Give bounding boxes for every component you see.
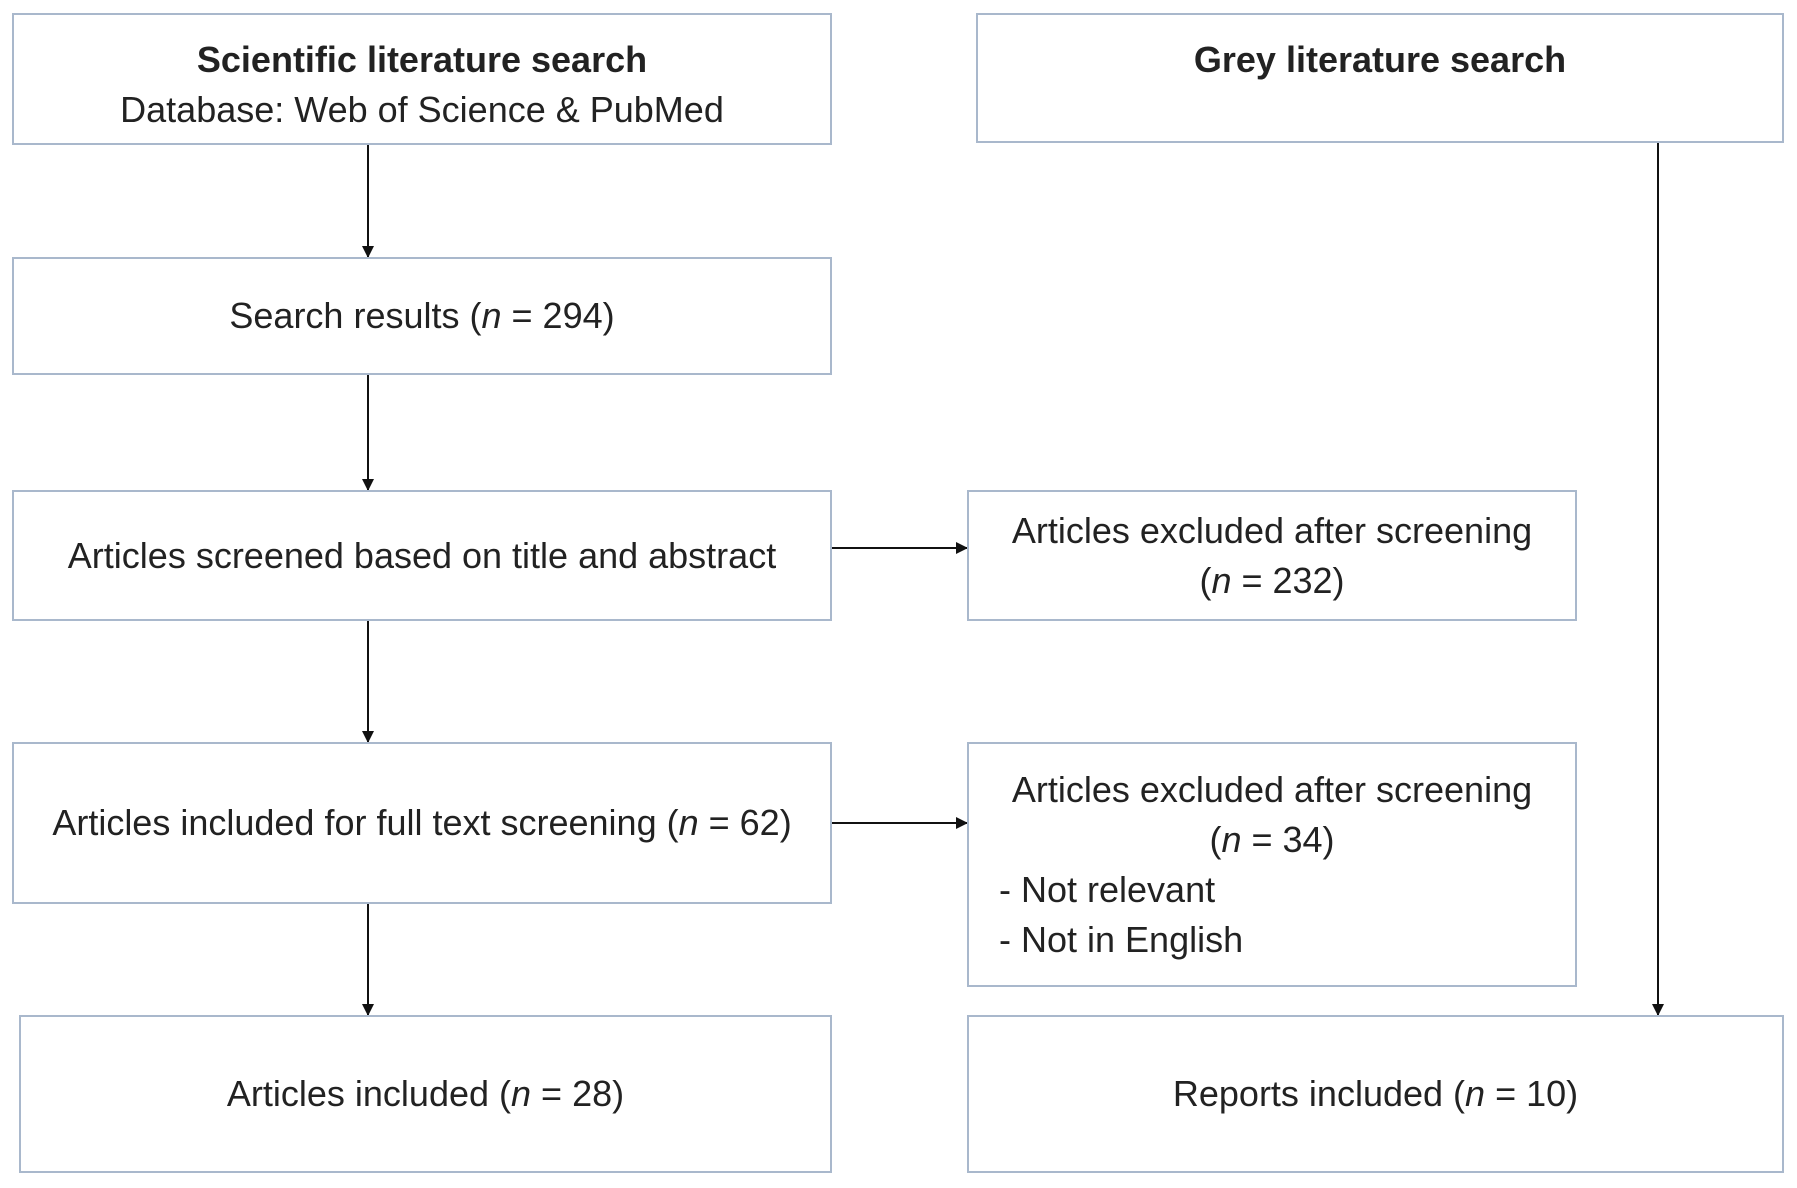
full-text-screening-box: Articles included for full text screenin… (12, 742, 832, 904)
excluded-1-count: (n = 232) (1199, 559, 1345, 601)
scientific-search-title: Scientific literature search (196, 39, 648, 80)
excluded-after-screening-box: Articles excluded after screening (n = 2… (967, 490, 1577, 621)
grey-search-title: Grey literature search (1193, 39, 1567, 80)
grey-search-box: Grey literature search (976, 13, 1784, 143)
screened-text: Articles screened based on title and abs… (67, 534, 777, 576)
excluded-full-text-box: Articles excluded after screening (n = 3… (967, 742, 1577, 987)
search-results-box: Search results (n = 294) (12, 257, 832, 375)
screened-box: Articles screened based on title and abs… (12, 490, 832, 621)
scientific-search-box: Scientific literature search Database: W… (12, 13, 832, 145)
exclusion-reason-not-relevant: - Not relevant (999, 868, 1216, 910)
reports-included-box: Reports included (n = 10) (967, 1015, 1784, 1173)
articles-included-text: Articles included (n = 28) (226, 1073, 625, 1114)
search-results-text: Search results (n = 294) (229, 295, 615, 336)
excluded-2-title: Articles excluded after screening (1011, 768, 1533, 810)
full-text-text: Articles included for full text screenin… (52, 802, 792, 843)
scientific-search-subtitle: Database: Web of Science & PubMed (120, 89, 724, 130)
articles-included-box: Articles included (n = 28) (19, 1015, 832, 1173)
reports-included-text: Reports included (n = 10) (1172, 1073, 1579, 1114)
excluded-1-title: Articles excluded after screening (1011, 509, 1533, 551)
exclusion-reason-not-english: - Not in English (999, 918, 1244, 960)
excluded-2-count: (n = 34) (1209, 818, 1335, 860)
